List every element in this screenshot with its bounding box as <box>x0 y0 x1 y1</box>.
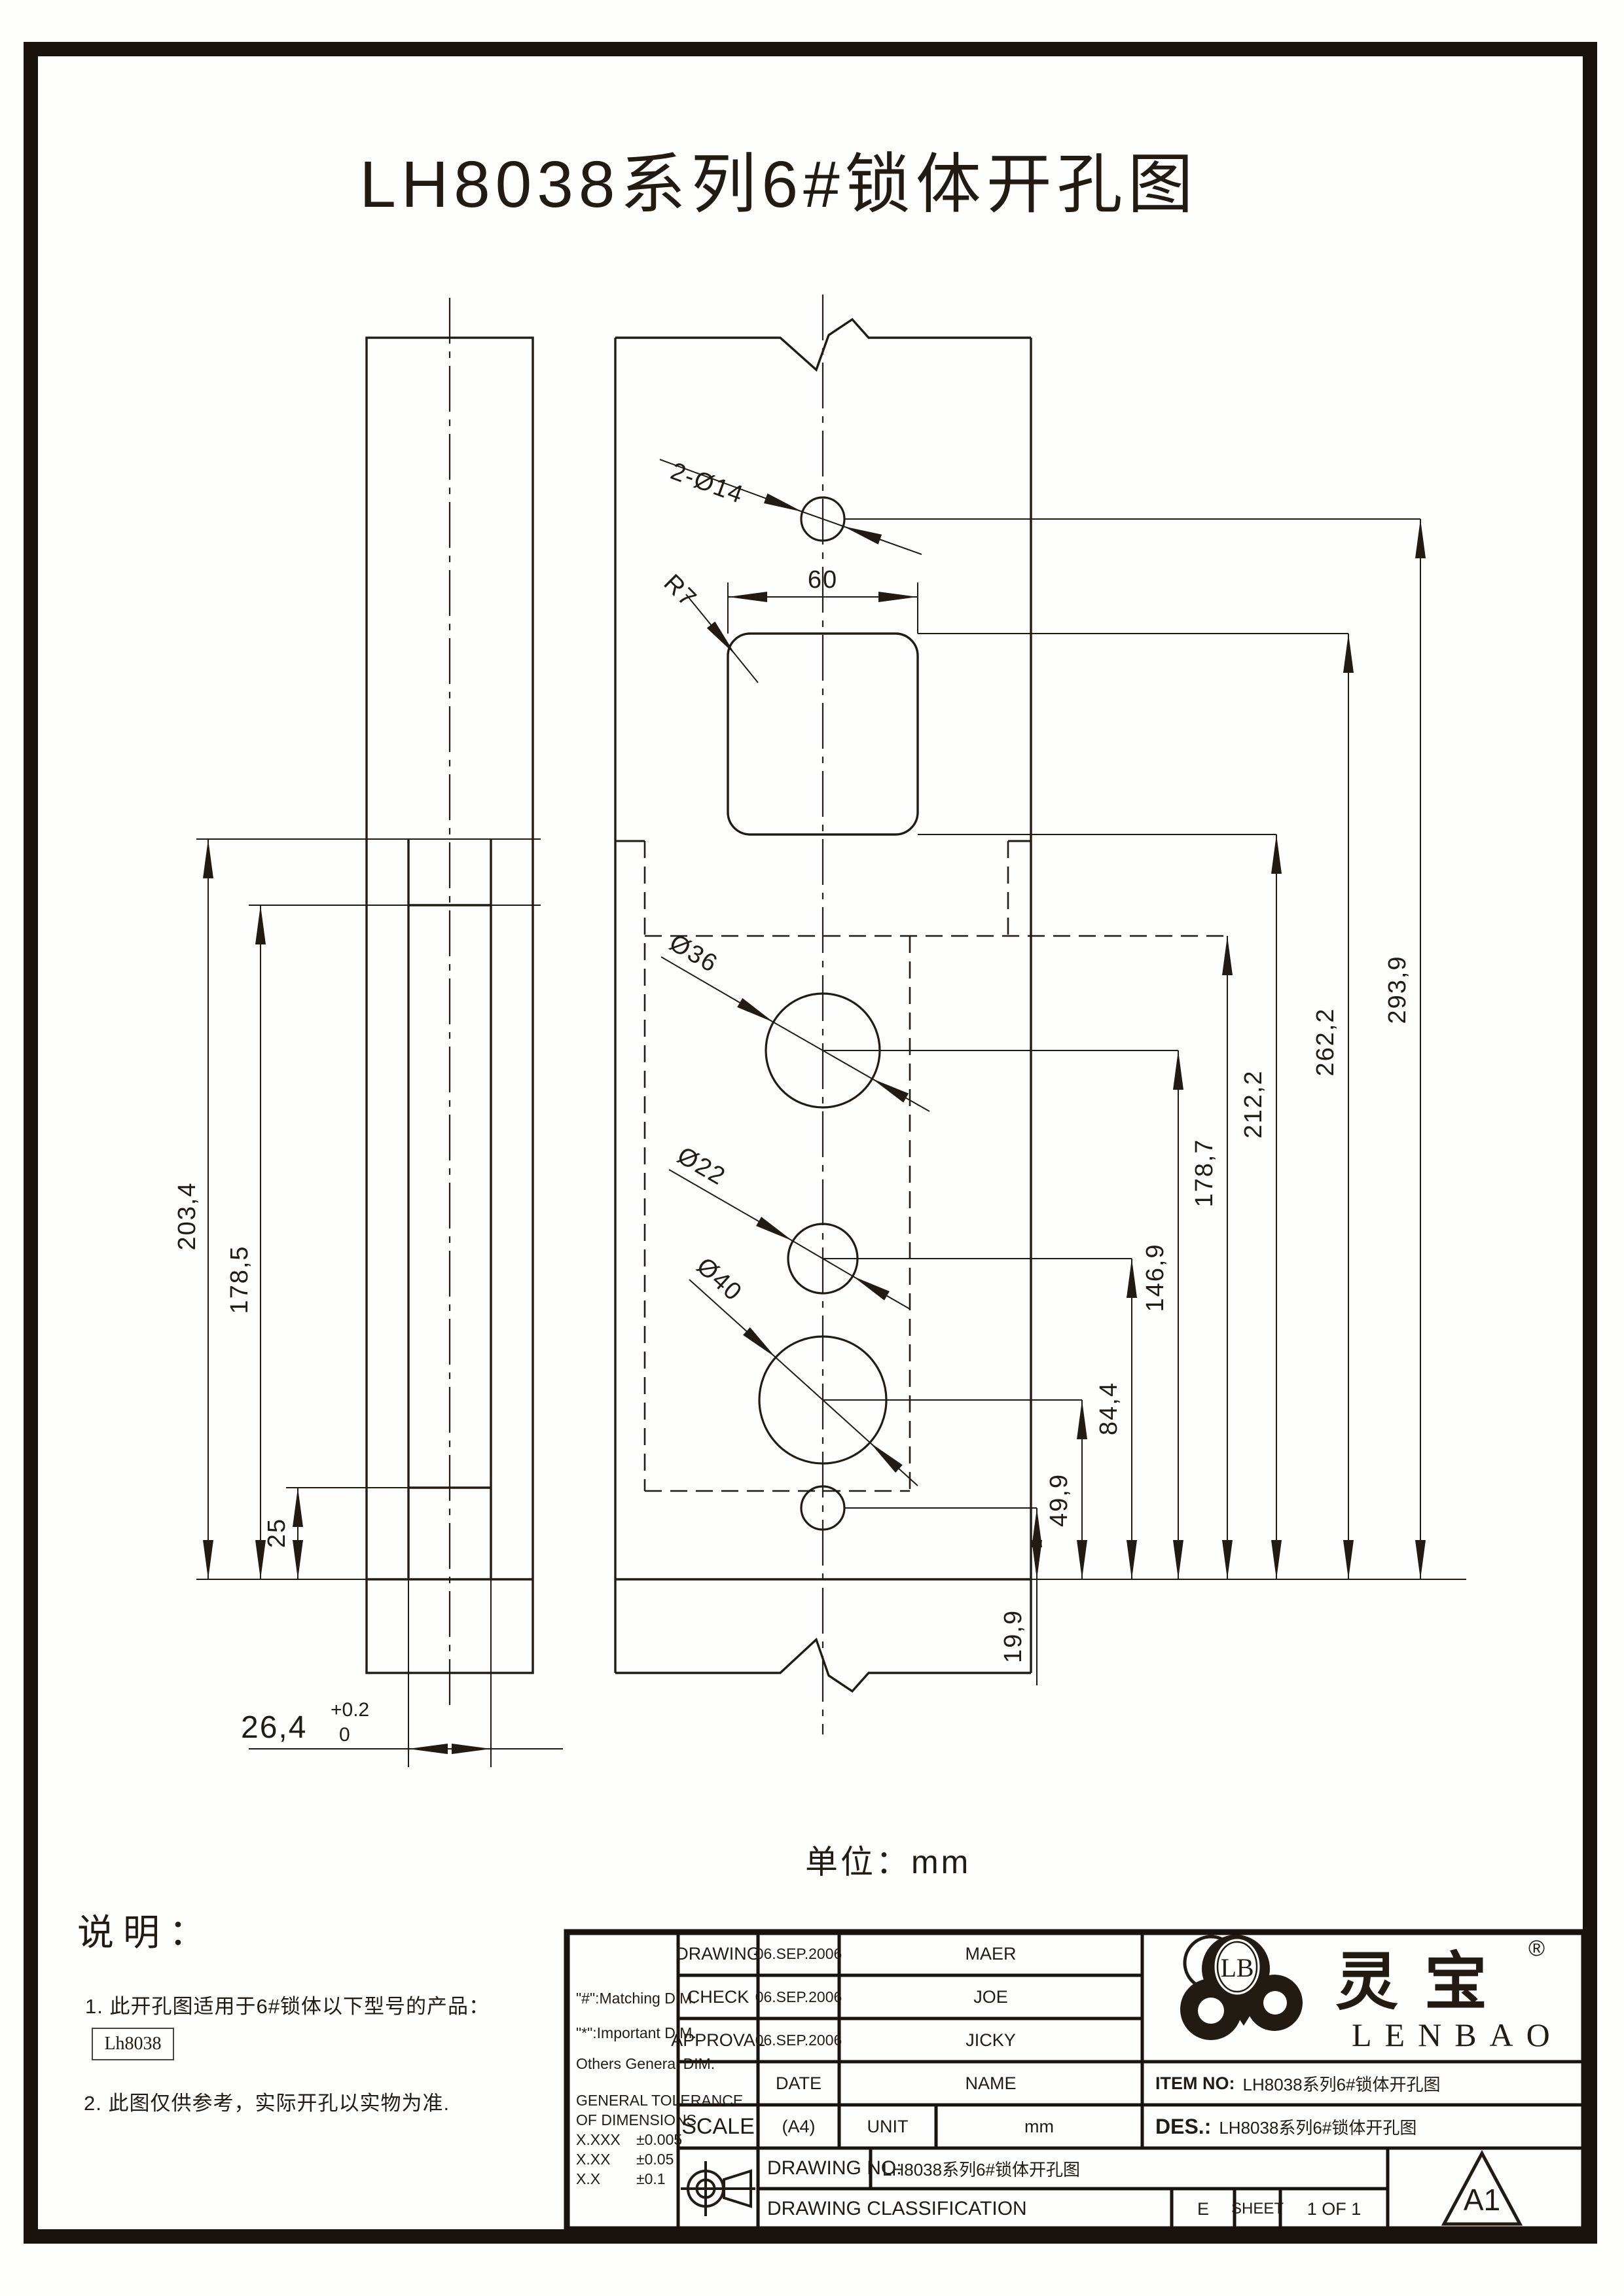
dimensions <box>196 459 1466 1767</box>
dim-26-4-tol-upper: +0.2 <box>331 1699 369 1721</box>
note-model-box: Lh8038 <box>92 2028 174 2060</box>
face-view <box>614 295 1227 1734</box>
sheet-label: SHEET <box>1231 2200 1284 2217</box>
row-check-date: 06.SEP.2006 <box>755 1988 842 2005</box>
dim-293-9-text: 293,9 <box>1384 955 1411 1024</box>
row-approval-date: 06.SEP.2006 <box>755 2031 842 2049</box>
leader-r7 <box>685 594 759 683</box>
tolerance-row-3-value: ±0.1 <box>636 2170 666 2187</box>
hidden-outline <box>643 841 1227 1492</box>
drawing-title: LH8038系列6#锁体开孔图 <box>359 148 1199 221</box>
item-no-row: ITEM NO: LH8038系列6#锁体开孔图 <box>1155 2062 1584 2105</box>
dim-84-4-text: 84,4 <box>1095 1382 1123 1435</box>
drawing-no-label: DRAWING NO: <box>767 2157 902 2179</box>
row-check-label: CHECK <box>687 1986 749 2007</box>
dim-26-4 <box>249 1579 563 1767</box>
row-approval-name: JICKY <box>965 2030 1016 2050</box>
title-block-grid <box>564 1929 1587 2233</box>
dim-178-5-text: 178,5 <box>226 1245 253 1314</box>
tolerance-row-3-label: X.X <box>576 2170 601 2187</box>
dim-26-4-text: 26,4 <box>241 1710 307 1745</box>
row-drawing-name: MAER <box>965 1943 1017 1964</box>
dim-178-7-text: 178,7 <box>1191 1138 1218 1207</box>
note-item-2: 2. 此图仅供参考，实际开孔以实物为准. <box>84 2092 450 2115</box>
sheet-value: 1 OF 1 <box>1307 2198 1362 2219</box>
name-header: NAME <box>965 2073 1017 2093</box>
unit-label: UNIT <box>867 2116 909 2136</box>
brand-name-cn: 灵宝 <box>1335 1947 1513 2017</box>
dim-2xd14-text: 2-Ø14 <box>667 457 748 509</box>
classification-value: E <box>1197 2198 1209 2219</box>
row-check-name: JOE <box>973 1986 1008 2007</box>
leader-d22 <box>668 1169 911 1310</box>
classification-label: DRAWING CLASSIFICATION <box>767 2198 1027 2219</box>
unit-note: 单位：mm <box>805 1844 971 1880</box>
dim-26-4-tol-lower: 0 <box>339 1724 350 1746</box>
row-drawing-date: 06.SEP.2006 <box>755 1945 842 1962</box>
brand-name-en: LENBAO <box>1352 2017 1563 2053</box>
tolerance-row-1-value: ±0.005 <box>636 2131 683 2148</box>
lenbao-logo-icon: LB <box>1180 1935 1303 2040</box>
legend-others: Others General DIM. <box>576 2055 715 2072</box>
item-no-label: ITEM NO: <box>1155 2073 1235 2093</box>
handle-slot <box>727 632 919 836</box>
registered-mark: ® <box>1528 1936 1545 1961</box>
dim-d22-text: Ø22 <box>673 1141 731 1191</box>
bottom-break-line <box>615 1637 1031 1693</box>
dim-146-9-text: 146,9 <box>1142 1243 1169 1312</box>
date-header: DATE <box>775 2073 821 2093</box>
des-row: DES.: LH8038系列6#锁体开孔图 <box>1155 2105 1584 2148</box>
row-drawing-label: DRAWING <box>676 1943 761 1964</box>
dim-212-2-text: 212,2 <box>1240 1069 1267 1138</box>
row-approval-label: APPROVAL <box>671 2030 765 2050</box>
notes-heading: 说明： <box>77 1912 215 1953</box>
sheet-border <box>24 42 1597 2244</box>
des-value: LH8038系列6#锁体开孔图 <box>1219 2117 1417 2138</box>
tolerance-row-2-label: X.XX <box>576 2151 611 2168</box>
tolerance-title-1: GENERAL TOLERANCE <box>576 2092 744 2109</box>
tolerance-title-2: OF DIMENSIONS <box>576 2111 697 2128</box>
des-label: DES.: <box>1155 2114 1212 2138</box>
scale-label: SCALE <box>681 2113 755 2139</box>
side-view <box>365 298 534 1712</box>
dim-49-9-text: 49,9 <box>1045 1473 1073 1527</box>
dim-d40-text: Ø40 <box>691 1252 748 1306</box>
top-break-line <box>615 317 1031 372</box>
size-code-triangle <box>1441 2149 1523 2226</box>
dim-25-text: 25 <box>263 1518 291 1548</box>
leader-d36 <box>660 956 930 1112</box>
tolerance-row-2-value: ±0.05 <box>636 2151 674 2168</box>
dim-203-4-text: 203,4 <box>173 1181 201 1250</box>
tolerance-row-1-label: X.XXX <box>576 2131 621 2148</box>
dimension-texts: 2-Ø14 60 R7 Ø36 Ø22 Ø40 19,9 49,9 84,4 1… <box>173 457 1411 1746</box>
legend-matching: "#":Matching DIM. <box>576 1990 696 2007</box>
note-item-1: 1. 此开孔图适用于6#锁体以下型号的产品： <box>85 1995 490 2018</box>
dim-19-9-text: 19,9 <box>1000 1609 1027 1663</box>
unit-value: mm <box>1024 2116 1054 2136</box>
leader-2xd14 <box>659 459 922 555</box>
dim-60-text: 60 <box>808 566 838 594</box>
drawing-no-value: LH8038系列6#锁体开孔图 <box>882 2148 1386 2189</box>
legend-important: "*":Important DIM. <box>576 2024 696 2041</box>
scale-value: (A4) <box>782 2116 816 2136</box>
size-code: A1 <box>1463 2183 1501 2217</box>
logo-initials: LB <box>1220 1953 1254 1982</box>
drawing-no-value-text: LH8038系列6#锁体开孔图 <box>882 2159 1080 2179</box>
dim-262-2-text: 262,2 <box>1312 1007 1339 1076</box>
projection-symbol <box>681 2161 755 2216</box>
item-no-value: LH8038系列6#锁体开孔图 <box>1242 2074 1441 2094</box>
